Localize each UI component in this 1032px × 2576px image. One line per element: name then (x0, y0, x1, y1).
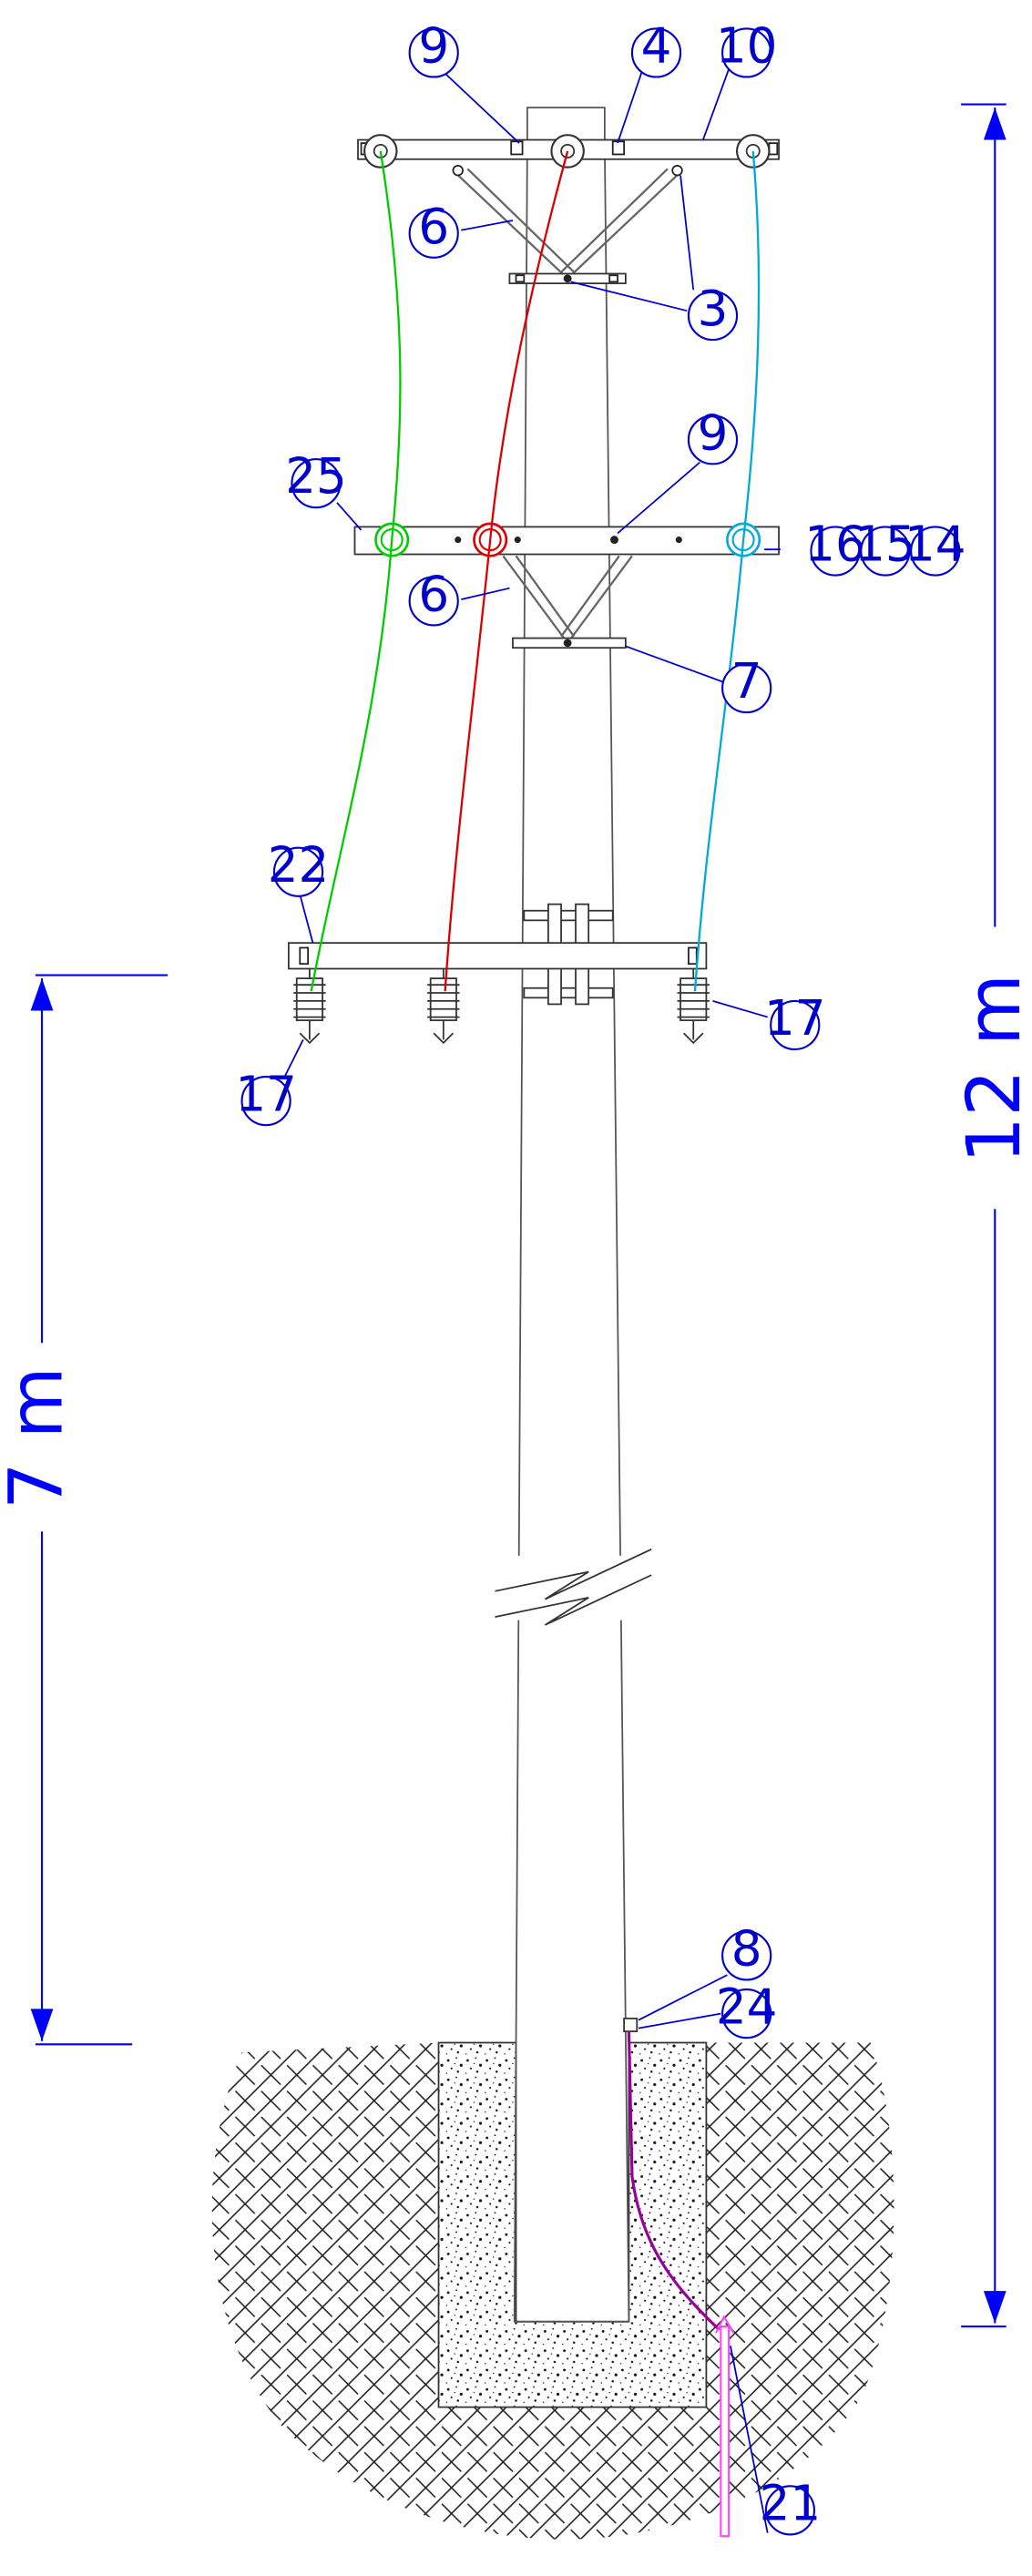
svg-text:3: 3 (698, 281, 729, 337)
conductors (310, 150, 761, 992)
surge-arrester-right (677, 968, 710, 1045)
callout-10: 10 (716, 18, 778, 78)
callout-16: 16 (804, 516, 866, 577)
callout-6-middle: 6 (408, 566, 459, 627)
svg-text:16: 16 (804, 516, 866, 573)
callout-7: 7 (721, 653, 772, 714)
soil-mass (211, 2042, 894, 2540)
concrete-foundation (437, 2041, 708, 2408)
svg-text:21: 21 (760, 2476, 822, 2532)
conductor-phase-a (310, 150, 402, 992)
dimension-mounting-height: 7 m (0, 974, 169, 2046)
dimension-label-12m: 12 m (951, 974, 1032, 1164)
callout-9-middle: 9 (687, 404, 739, 465)
ground-rod (720, 2326, 731, 2538)
surge-arrester-left (293, 968, 326, 1045)
callout-17-left: 17 (235, 1066, 297, 1127)
svg-text:24: 24 (716, 1978, 778, 2035)
grounding (623, 2018, 735, 2538)
dimension-label-7m: 7 m (0, 1366, 79, 1509)
leader-lines (282, 62, 781, 2533)
svg-text:15: 15 (854, 516, 916, 573)
middle-crossarm (353, 526, 780, 556)
callout-3: 3 (687, 281, 739, 342)
callout-8: 8 (721, 1921, 772, 1981)
conductor-phase-b (444, 150, 569, 992)
middle-braces (502, 555, 633, 649)
svg-text:17: 17 (764, 990, 826, 1047)
top-braces (452, 164, 683, 284)
callouts: 9 4 10 6 3 9 25 16 (235, 18, 966, 2536)
callout-22: 22 (268, 837, 330, 897)
svg-text:6: 6 (418, 199, 449, 255)
callout-17-right: 17 (764, 990, 826, 1051)
callout-25: 25 (285, 448, 347, 509)
lower-crossarm (288, 942, 708, 970)
surge-arresters (293, 968, 710, 1045)
svg-text:8: 8 (731, 1921, 762, 1978)
svg-text:17: 17 (235, 1066, 297, 1122)
callout-15: 15 (854, 516, 916, 577)
callout-6-top: 6 (408, 199, 459, 259)
svg-text:9: 9 (418, 18, 449, 75)
svg-text:6: 6 (418, 566, 449, 622)
concrete-pole (513, 107, 630, 2323)
svg-text:7: 7 (731, 653, 762, 710)
svg-text:10: 10 (716, 18, 778, 75)
svg-text:25: 25 (285, 448, 347, 505)
svg-text:4: 4 (641, 18, 672, 75)
ground-wire (627, 2031, 720, 2331)
callout-9-top: 9 (408, 18, 459, 78)
callout-24: 24 (716, 1978, 778, 2039)
conductor-phase-c (693, 150, 761, 992)
svg-text:9: 9 (698, 404, 729, 461)
callout-21: 21 (760, 2476, 822, 2536)
surge-arrester-middle (427, 968, 460, 1045)
callout-4: 4 (630, 18, 682, 78)
dimension-overall-height: 12 m (951, 103, 1032, 2328)
svg-text:14: 14 (904, 516, 966, 573)
pole-break-symbol (484, 1548, 661, 1626)
callout-14: 14 (904, 516, 966, 577)
svg-text:22: 22 (268, 837, 330, 894)
